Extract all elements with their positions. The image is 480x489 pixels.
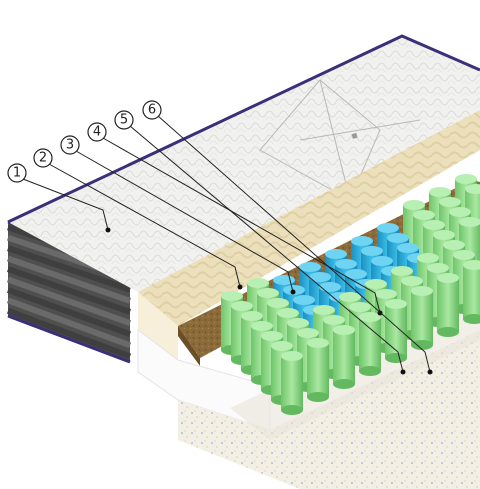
callout-leader-4 [102,137,381,314]
callout-number: 4 [93,125,101,140]
callout-dot-2 [237,284,243,290]
spring-coil [307,338,329,402]
callout-1: 1 [7,163,27,183]
callout-number: 5 [120,113,128,128]
side-stripe [7,255,131,304]
callout-leader-5 [129,125,404,373]
side-stripe [6,297,132,349]
callout-leader-3 [75,150,294,293]
callout-number: 3 [66,138,74,153]
callout-3: 3 [60,135,80,155]
callout-dot-5 [400,369,406,375]
spring-coil [411,286,433,350]
callout-dot-3 [290,289,296,295]
callout-number: 6 [148,103,156,118]
side-stripe [6,276,132,326]
callout-5: 5 [114,110,134,130]
side-stripe [6,307,132,360]
callout-6: 6 [142,100,162,120]
spring-coil [463,260,480,324]
side-stripe [6,287,132,338]
callout-dot-1 [105,227,111,233]
spring-coil [281,351,303,415]
callout-leader-1 [22,178,109,231]
callout-leader-6 [157,115,431,373]
spring-coil [333,325,355,389]
spring-coil [359,312,381,376]
side-stripe [7,245,131,293]
callout-number: 2 [39,151,47,166]
brand-logo-emblem: ◆ [349,131,361,142]
callout-leaders [22,115,433,375]
quilted-cover-top: ◆ [7,34,480,292]
callout-leader-2 [48,163,241,288]
callout-badges: 1 2 3 4 5 6 [7,100,162,183]
side-stripe [7,266,131,315]
spring-coil [437,273,459,337]
callout-2: 2 [33,148,53,168]
callout-number: 1 [13,166,21,181]
spring-coil [385,299,407,363]
callout-dot-6 [427,369,433,375]
callout-4: 4 [87,122,107,142]
